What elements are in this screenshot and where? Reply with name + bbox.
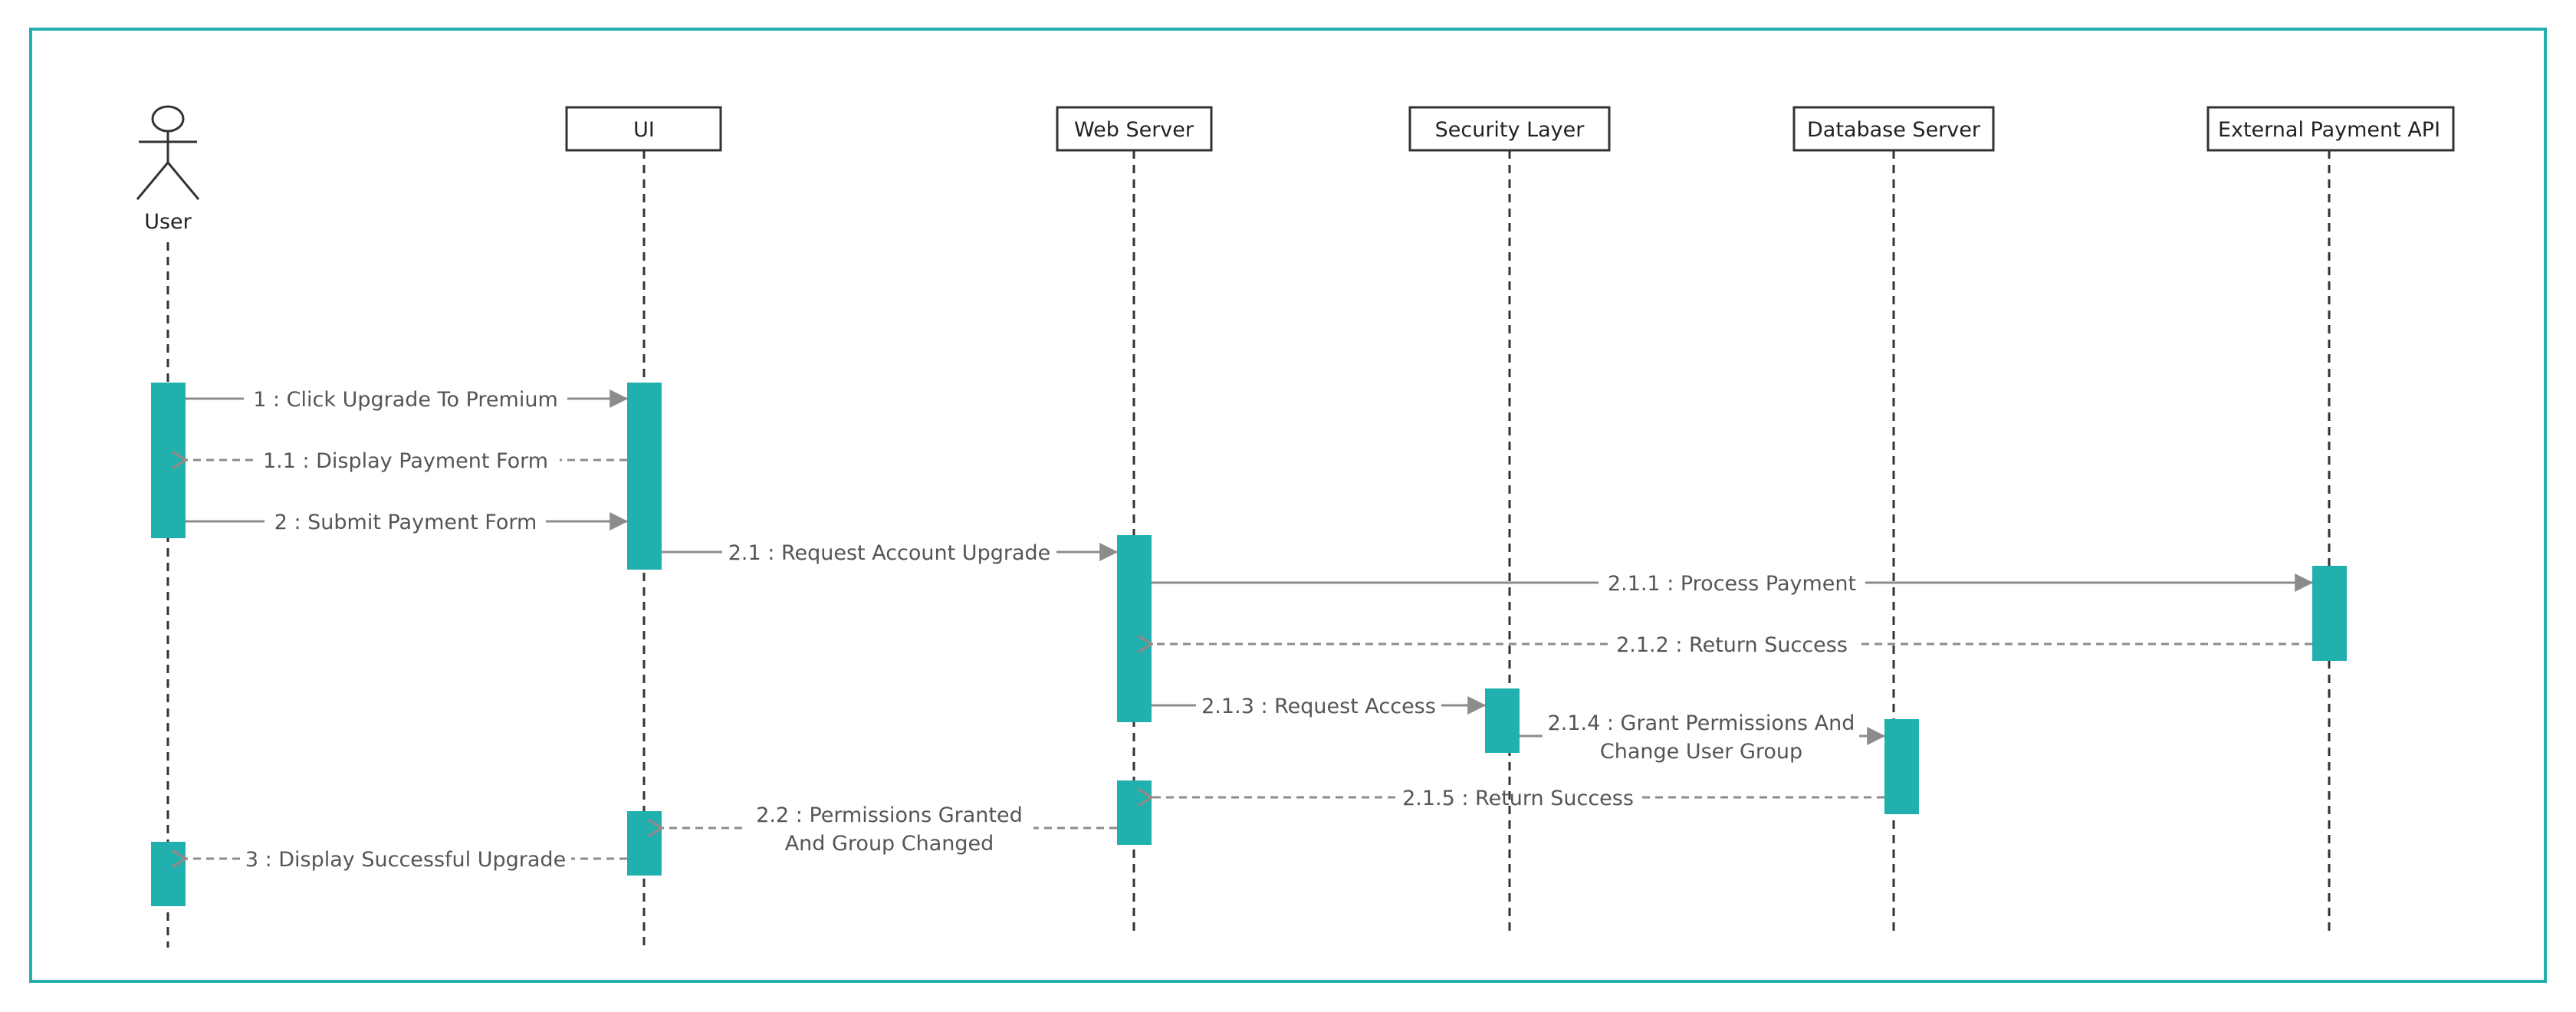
activations	[151, 383, 2347, 906]
participant-api: External Payment API	[2206, 106, 2455, 152]
activation-bar	[1485, 688, 1520, 753]
participant-box-ui	[565, 106, 722, 152]
message-label: 2.1.4 : Grant Permissions And	[1548, 711, 1855, 735]
message-label: 2.1 : Request Account Upgrade	[728, 541, 1051, 565]
message-label: 2.1.2 : Return Success	[1616, 633, 1848, 657]
activation-bar	[2312, 566, 2347, 661]
stick-figure-icon	[136, 105, 200, 200]
participant-box-db	[1792, 106, 1995, 152]
participant-label-api: External Payment API	[2218, 118, 2440, 142]
activation-bar	[627, 383, 662, 570]
activation-bar	[1884, 719, 1919, 814]
participant-ui: UI	[565, 106, 722, 152]
activation-bar	[1117, 780, 1152, 845]
actor-user: User	[136, 105, 200, 234]
activation-bar	[1117, 535, 1152, 722]
message-label: 3 : Display Successful Upgrade	[245, 848, 566, 872]
participant-label-user: User	[144, 210, 192, 234]
participant-box-sec	[1408, 106, 1611, 152]
message-label: And Group Changed	[785, 832, 994, 856]
message-label: 2.1.5 : Return Success	[1402, 787, 1634, 810]
messages: 1 : Click Upgrade To Premium 1.1 : Displ…	[186, 388, 2314, 872]
activation-bar	[151, 842, 186, 906]
participant-db: Database Server	[1792, 106, 1995, 152]
message-label: 2.1.3 : Request Access	[1201, 695, 1436, 718]
activation-bar	[151, 383, 186, 538]
participant-label-sec: Security Layer	[1435, 118, 1585, 142]
message-label: 2.1.1 : Process Payment	[1608, 572, 1856, 596]
message-m211: 2.1.1 : Process Payment	[1152, 572, 2314, 596]
message-m11: 1.1 : Display Payment Form	[186, 449, 627, 473]
participant-box-web	[1056, 106, 1213, 152]
participant-web: Web Server	[1056, 106, 1213, 152]
activation-bar	[627, 811, 662, 876]
participant-sec: Security Layer	[1408, 106, 1611, 152]
participant-label-ui: UI	[633, 118, 655, 142]
message-m213: 2.1.3 : Request Access	[1152, 695, 1487, 718]
message-m3: 3 : Display Successful Upgrade	[186, 848, 627, 872]
message-label: 1 : Click Upgrade To Premium	[253, 388, 558, 412]
message-label: 2.2 : Permissions Granted	[756, 803, 1023, 827]
participant-box-api	[2206, 106, 2455, 152]
message-label: Change User Group	[1600, 740, 1802, 764]
message-m21: 2.1 : Request Account Upgrade	[662, 541, 1119, 565]
message-m214: 2.1.4 : Grant Permissions And Change Use…	[1520, 711, 1886, 764]
participant-label-db: Database Server	[1807, 118, 1981, 142]
message-m215: 2.1.5 : Return Success	[1152, 787, 1884, 810]
message-label: 2 : Submit Payment Form	[274, 511, 537, 534]
message-m1: 1 : Click Upgrade To Premium	[186, 388, 629, 412]
diagram-frame	[29, 28, 2547, 983]
message-m212: 2.1.2 : Return Success	[1152, 633, 2312, 657]
lifelines	[166, 150, 2331, 948]
message-m22: 2.2 : Permissions Granted And Group Chan…	[662, 803, 1117, 856]
participant-label-web: Web Server	[1074, 118, 1194, 142]
message-m2: 2 : Submit Payment Form	[186, 511, 629, 534]
message-label: 1.1 : Display Payment Form	[263, 449, 548, 473]
